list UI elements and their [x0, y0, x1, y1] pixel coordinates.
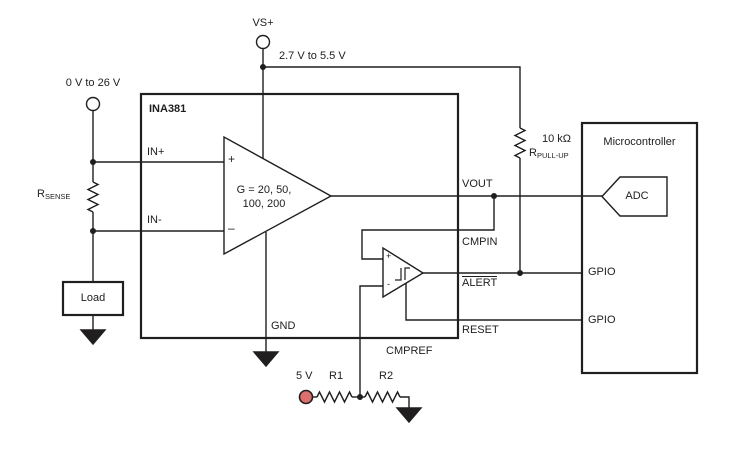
junction-dot-cmpref — [357, 394, 363, 400]
hysteresis-icon — [395, 267, 410, 281]
r1-resistor — [316, 390, 353, 404]
pin-reset: RESET — [462, 324, 499, 336]
amp-gain-line1: G = 20, 50, — [236, 184, 292, 196]
pin-alert-text: ALERT — [462, 276, 498, 289]
supply-range-label: 2.7 V to 5.5 V — [279, 50, 346, 62]
cmp-minus-sign: - — [387, 279, 390, 289]
r2-label: R2 — [379, 370, 394, 382]
pullup-sub: PULL-UP — [536, 151, 569, 160]
load-label: Load — [80, 292, 106, 304]
bus-range-label: 0 V to 26 V — [65, 77, 121, 89]
junction-dot-alert — [517, 270, 523, 276]
junction-dot-in-plus — [90, 159, 96, 165]
rsense-resistor — [86, 181, 100, 213]
pin-gnd: GND — [271, 320, 296, 332]
r1-label: R1 — [329, 370, 344, 382]
amp-minus-sign: – — [228, 221, 235, 235]
ground-symbol-gnd — [252, 351, 280, 368]
pullup-value-label: 10 kΩ — [542, 133, 572, 145]
comparator-triangle — [382, 246, 425, 299]
terminal-vs — [255, 34, 271, 50]
amp-plus-sign: + — [228, 152, 236, 166]
adc-pentagon — [601, 176, 668, 217]
wire-cmpref — [359, 285, 383, 397]
cmp-plus-sign: + — [386, 251, 392, 261]
amp-gain-line2: 100, 200 — [242, 198, 286, 210]
rsense-ref: R — [37, 188, 45, 200]
junction-dot-vs — [260, 64, 266, 70]
pullup-name-label: RPULL-UP — [529, 147, 569, 162]
pin-alert: ALERT — [462, 276, 498, 289]
junction-dot-in-minus — [90, 228, 96, 234]
pin-in-minus: IN- — [147, 214, 162, 226]
r2-resistor — [364, 390, 401, 404]
wire-r2-ground — [400, 396, 410, 408]
ground-symbol-r2 — [395, 407, 423, 424]
pin-in-plus: IN+ — [147, 146, 165, 158]
gpio-bottom-label: GPIO — [588, 314, 616, 326]
microcontroller-box — [580, 121, 699, 375]
pullup-ref: R — [529, 147, 537, 159]
ground-symbol-load — [79, 329, 107, 346]
amp-triangle — [223, 135, 333, 256]
pin-vout: VOUT — [462, 178, 493, 190]
rsense-sub: SENSE — [44, 192, 71, 201]
junction-dot-vout — [491, 193, 497, 199]
wire-reset — [405, 283, 582, 321]
gpio-top-label: GPIO — [588, 266, 616, 278]
pullup-resistor — [513, 127, 527, 159]
pin-cmpin: CMPIN — [462, 236, 498, 248]
rsense-label: RSENSE — [37, 188, 70, 203]
terminal-bus-voltage — [85, 96, 101, 112]
ina381-box — [139, 92, 460, 340]
ina381-title: INA381 — [149, 103, 187, 115]
wire-cmpin — [361, 196, 495, 260]
adc-label: ADC — [625, 190, 649, 202]
ref-5v-label: 5 V — [296, 370, 313, 382]
vs-terminal-label: VS+ — [252, 17, 274, 29]
pin-cmpref: CMPREF — [386, 345, 433, 357]
wire-supply-to-pullup — [263, 66, 521, 273]
microcontroller-title: Microcontroller — [603, 136, 676, 148]
terminal-5v — [298, 389, 314, 405]
